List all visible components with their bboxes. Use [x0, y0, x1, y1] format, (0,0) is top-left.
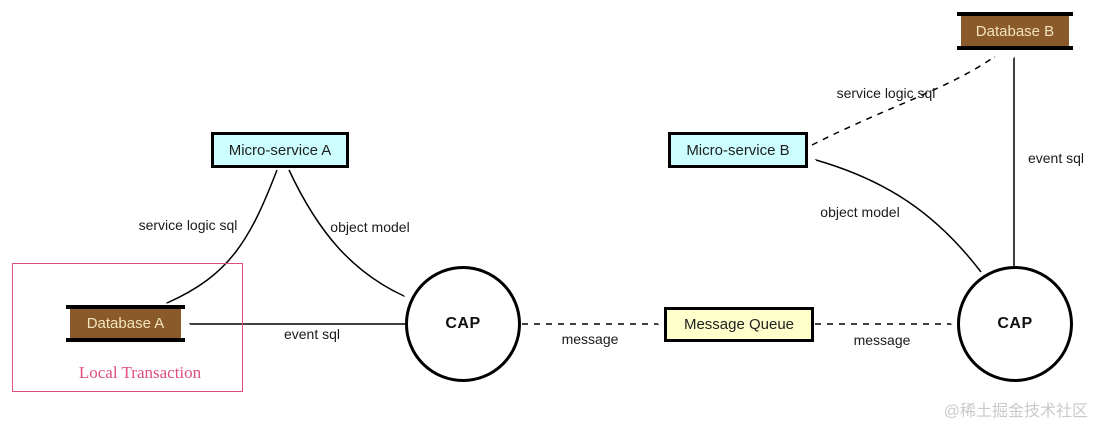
local-transaction-frame: [12, 263, 243, 392]
database-a-label: Database A: [70, 309, 181, 338]
edge-label-service-logic-sql-a: service logic sql: [138, 217, 238, 233]
node-micro-service-b: Micro-service B: [668, 132, 808, 168]
database-b-bottom-bar: [957, 46, 1073, 50]
edge-service-logic-sql-b: [811, 57, 994, 146]
database-a-bottom-bar: [66, 338, 185, 342]
edge-label-message-b: message: [853, 332, 911, 348]
edge-label-event-sql-a: event sql: [283, 326, 341, 342]
node-message-queue: Message Queue: [664, 307, 814, 342]
node-cap-right: CAP: [957, 266, 1073, 382]
edge-label-event-sql-b: event sql: [1027, 150, 1085, 166]
edge-object-model-b: [816, 160, 982, 273]
edge-label-message-a: message: [561, 331, 619, 347]
edge-label-object-model-a: object model: [330, 219, 410, 235]
edge-object-model-a: [288, 169, 404, 296]
database-a-top-bar: [66, 305, 185, 309]
node-micro-service-a: Micro-service A: [211, 132, 349, 168]
watermark: @稀土掘金技术社区: [943, 403, 1088, 420]
edge-label-service-logic-sql-b: service logic sql: [836, 85, 936, 101]
local-transaction-label: Local Transaction: [78, 363, 202, 382]
database-b-label: Database B: [961, 16, 1069, 46]
edge-label-object-model-b: object model: [820, 204, 900, 220]
database-b-top-bar: [957, 12, 1073, 16]
edge-service-logic-sql-a: [167, 169, 278, 303]
node-database-a: Database A: [66, 305, 185, 342]
node-cap-left: CAP: [405, 266, 521, 382]
node-database-b: Database B: [957, 12, 1073, 50]
